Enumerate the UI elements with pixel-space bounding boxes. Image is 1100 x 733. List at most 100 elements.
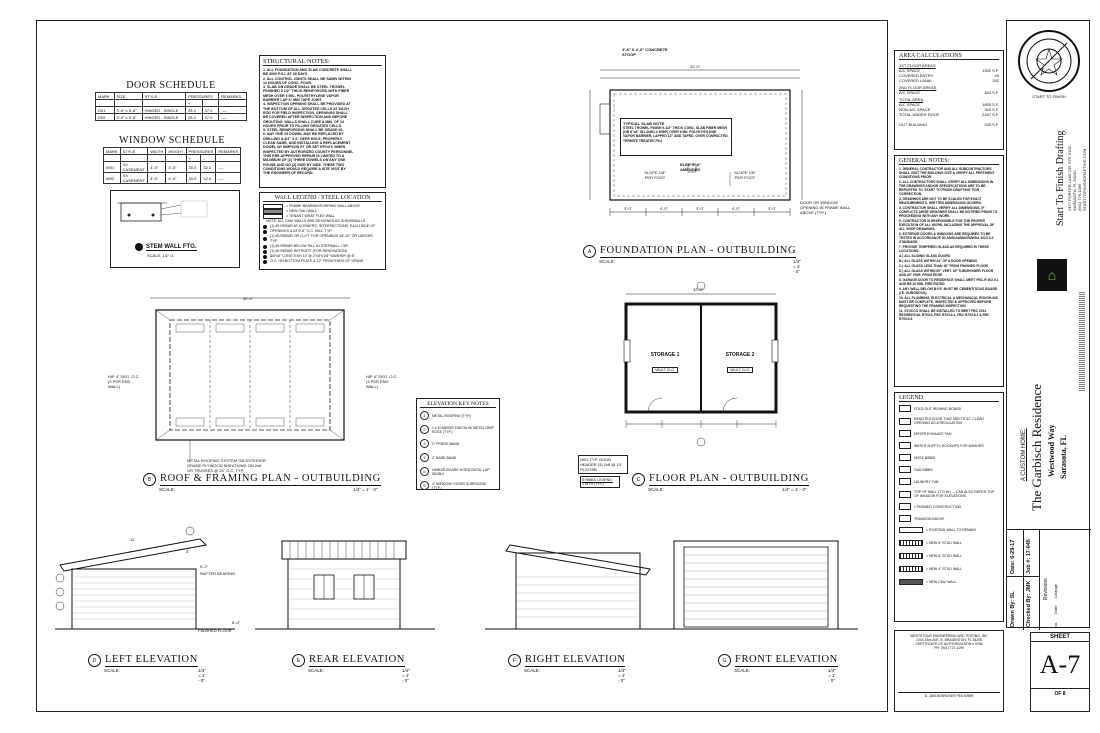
engineer-phone: PH: (941) 727-1199 — [934, 646, 964, 650]
house-logo-icon: ⌂ — [1047, 267, 1057, 283]
area-calc-title: AREA CALCULATIONS — [899, 53, 999, 60]
roof-rise-label: 3 — [186, 549, 189, 554]
drawn-by: Drawn By: SL — [1010, 591, 1016, 627]
legend-item: FOLD-OUT IRONING BOARD — [899, 405, 999, 412]
col-minus: - — [201, 99, 220, 107]
stem-wall-scale: SCALE: 1/2"=1' — [147, 253, 175, 258]
door-schedule-title: DOOR SCHEDULE — [126, 80, 216, 91]
rear-elevation-drawing — [255, 540, 435, 630]
structural-note-line: HOUSE AND NO (2) SIDE BY SIDE. THESE TWO — [263, 162, 345, 167]
slope-note-1: SLOPE 1/8" PER FOOT — [644, 170, 666, 180]
legend-item: WATER SUPPLY HOOKUPS FOR WASHER — [899, 442, 999, 449]
elevation-key-title: ELEVATION KEY NOTES — [420, 401, 496, 408]
legend-symbol-icon — [899, 503, 911, 510]
date-label: Date: 6-29-17 — [1010, 539, 1016, 574]
copyright-fineprint — [1079, 291, 1085, 391]
general-note-line: 6. EXTERIOR DOORS & WINDOWS ARE REQUIRED… — [899, 232, 994, 244]
general-note-line: 2. ALL CONTRACTORS SHALL VERIFY ALL DIME… — [899, 180, 994, 196]
legend-symbol-icon — [899, 566, 923, 572]
legend-symbol-icon — [899, 527, 923, 533]
key-number-bubble: 2 — [420, 425, 429, 434]
elevation-dim-label: 8'-0" — [232, 620, 240, 625]
left-elevation-title: D LEFT ELEVATION SCALE: 1/4" = 1' - 0" — [88, 654, 206, 683]
sheet-border — [36, 20, 888, 712]
legend-symbol-icon — [899, 405, 911, 412]
wall-legend-line: NOTE: ALL CMU WALLS ARE DESIGNED AS SHEA… — [266, 219, 366, 223]
rear-elevation-title: E REAR ELEVATION SCALE: 1/4" = 1' - 0" — [292, 654, 410, 683]
engineer-firm: WESTSTOUR ENGINEERING AND TESTING, INC — [910, 634, 988, 638]
title-block-meta: Date: 6-29-17 Job #: 17-045 Drawn By: SL… — [1007, 529, 1091, 630]
legend-item: TRANSOM ABOVE — [899, 515, 999, 522]
structural-note-line: GROUTING. WALLS SHALL CURE A MIN. OF 24 — [263, 119, 344, 124]
wall-swatch-icon — [263, 259, 267, 264]
general-note-line: 4. CONTRACTOR SHALL VERIFY ALL DIMENSION… — [899, 206, 998, 218]
general-note-line: 8. GARAGE DOOR TO RESIDENCE SHALL MEET F… — [899, 278, 999, 286]
engineer-address: 1004 33rd AVE. E. BRADENTON, FL 34208 — [916, 638, 982, 642]
structural-note-line: BE 3000 P.S.I. AT 28 DAYS — [263, 72, 308, 77]
structural-note-line: MESH OVER 6 MIL. POLYETHYLENE VAPOR — [263, 93, 339, 98]
foundation-plan-title: A FOUNDATION PLAN - OUTBUILDING SCALE: 1… — [583, 245, 801, 274]
front-elevation-drawing — [662, 540, 858, 630]
structural-note-line: DRILLING A 3/4" X 6" DEEP HOLE, PROPERLY — [263, 136, 343, 141]
structural-notes: STRUCTURAL NOTES: 1. ALL FOUNDATION AND … — [259, 55, 386, 188]
key-number-bubble: 1 — [420, 411, 429, 420]
title-block: START TO FINISH Start To Finish Drafting… — [1006, 20, 1091, 630]
area-section-head: 1ST FLOOR AREAS — [899, 63, 936, 68]
company-website: STARTTOFINISHDRAFTING.COM — [1082, 148, 1087, 211]
structural-notes-title: STRUCTURAL NOTES: — [263, 58, 382, 66]
wall-legend-line: = NEW CMU WALL — [263, 209, 382, 214]
foundation-stoop-note: 4'-8" X 4'-0" CONCRETE STOOP — [622, 47, 668, 57]
structural-note-line: ROD FOR FIELD INSPECTION. OPENINGS SHALL — [263, 110, 348, 115]
legend-item: = NEW 6" STUD WALL — [899, 540, 999, 546]
col-style: STYLE — [141, 92, 187, 100]
floor-plan-title: C FLOOR PLAN - OUTBUILDING SCALE: 1/4" =… — [632, 473, 809, 492]
general-notes-title: GENERAL NOTES: — [899, 158, 999, 165]
wall-legend-line: = FRAME BEARING/FURRING WALL ABOVE — [263, 204, 382, 209]
engineer-cert: CERTIFICATE OF AUTHORIZATION # 9786 — [915, 642, 983, 646]
general-note-line: 9. ANY WALL BELOW B.F.E. MUST BE CEMENTI… — [899, 287, 998, 295]
legend-symbol-icon — [899, 466, 911, 473]
general-note-line: A.) ALL SLIDING GLASS DOORS — [899, 254, 951, 258]
wall-swatch-icon — [263, 204, 283, 209]
table-row: W02 XX CASEMENT 4'-0" 4'-0" 30.0 32.0 --… — [103, 172, 241, 184]
legend-item: = NEW 4" STUD WALL — [899, 566, 999, 572]
structural-note-line: INSPECTED BY AUTHORIZED COUNTY PERSONNEL — [263, 149, 354, 154]
structural-note-line: 4. INSPECTION OPENING SHALL BE PROVIDED … — [263, 102, 351, 107]
section-bubble-icon: E — [292, 654, 305, 667]
general-note-line: 10. ALL PLUMBING, ELECTRICAL & MECHANICA… — [899, 296, 998, 308]
wall-legend-line: = TENANT WHAT FLEX WALL — [263, 214, 382, 219]
wall-legend-line: (1) #5 REBAR RETROFIT (FOR RENOVATION) — [263, 249, 382, 254]
legend-symbol-icon — [899, 540, 923, 546]
left-elevation-drawing — [55, 526, 235, 630]
room-storage-1: STORAGE 1 VAULT CLG. — [650, 352, 680, 373]
wall-swatch-icon — [263, 214, 283, 219]
symbol-legend: SYMBOL LEGEND: = WTH (TYP.) — [580, 476, 620, 488]
company-name: Start To Finish Drafting — [1055, 130, 1066, 226]
rev-date-label: Date — [1053, 605, 1058, 614]
section-bubble-icon: B — [143, 473, 156, 486]
structural-note-line: THIS PRE-APPROVED REPAIR IS LIMITED TO A — [263, 153, 345, 158]
window-schedule: WINDOW SCHEDULE MARK STYLE WIDTH HEIGHT … — [103, 135, 241, 184]
col-size: SIZE — [113, 92, 143, 100]
general-notes-body: 1. GENERAL CONTRACTOR AND ALL SUBCONTRAC… — [899, 167, 999, 321]
legend-item: HOSE BIBBS — [899, 454, 999, 461]
general-note-line: 1. GENERAL CONTRACTOR AND ALL SUBCONTRAC… — [899, 167, 995, 179]
wall-swatch-icon — [263, 224, 267, 229]
project-street: Westwood Way — [1047, 424, 1056, 477]
structural-note-line: 12 HOURS OF CONC. POUR. — [263, 80, 312, 85]
foundation-dim-top: 32'-0" — [690, 64, 701, 69]
legend-symbol-icon — [899, 430, 911, 437]
legend-symbol-icon — [899, 454, 911, 461]
structural-note-line: CONDITIONS WOULD REQUIRE A SITE VISIT BY — [263, 166, 346, 171]
key-number-bubble: 6 — [420, 481, 429, 490]
legend-symbol-icon — [899, 478, 911, 485]
structural-note-line: FINISHED 5 1/2" THICK REINFORCED WITH FI… — [263, 89, 350, 94]
area-calculations: AREA CALCULATIONS 1ST FLOOR AREAS A/C SPA… — [894, 50, 1004, 150]
